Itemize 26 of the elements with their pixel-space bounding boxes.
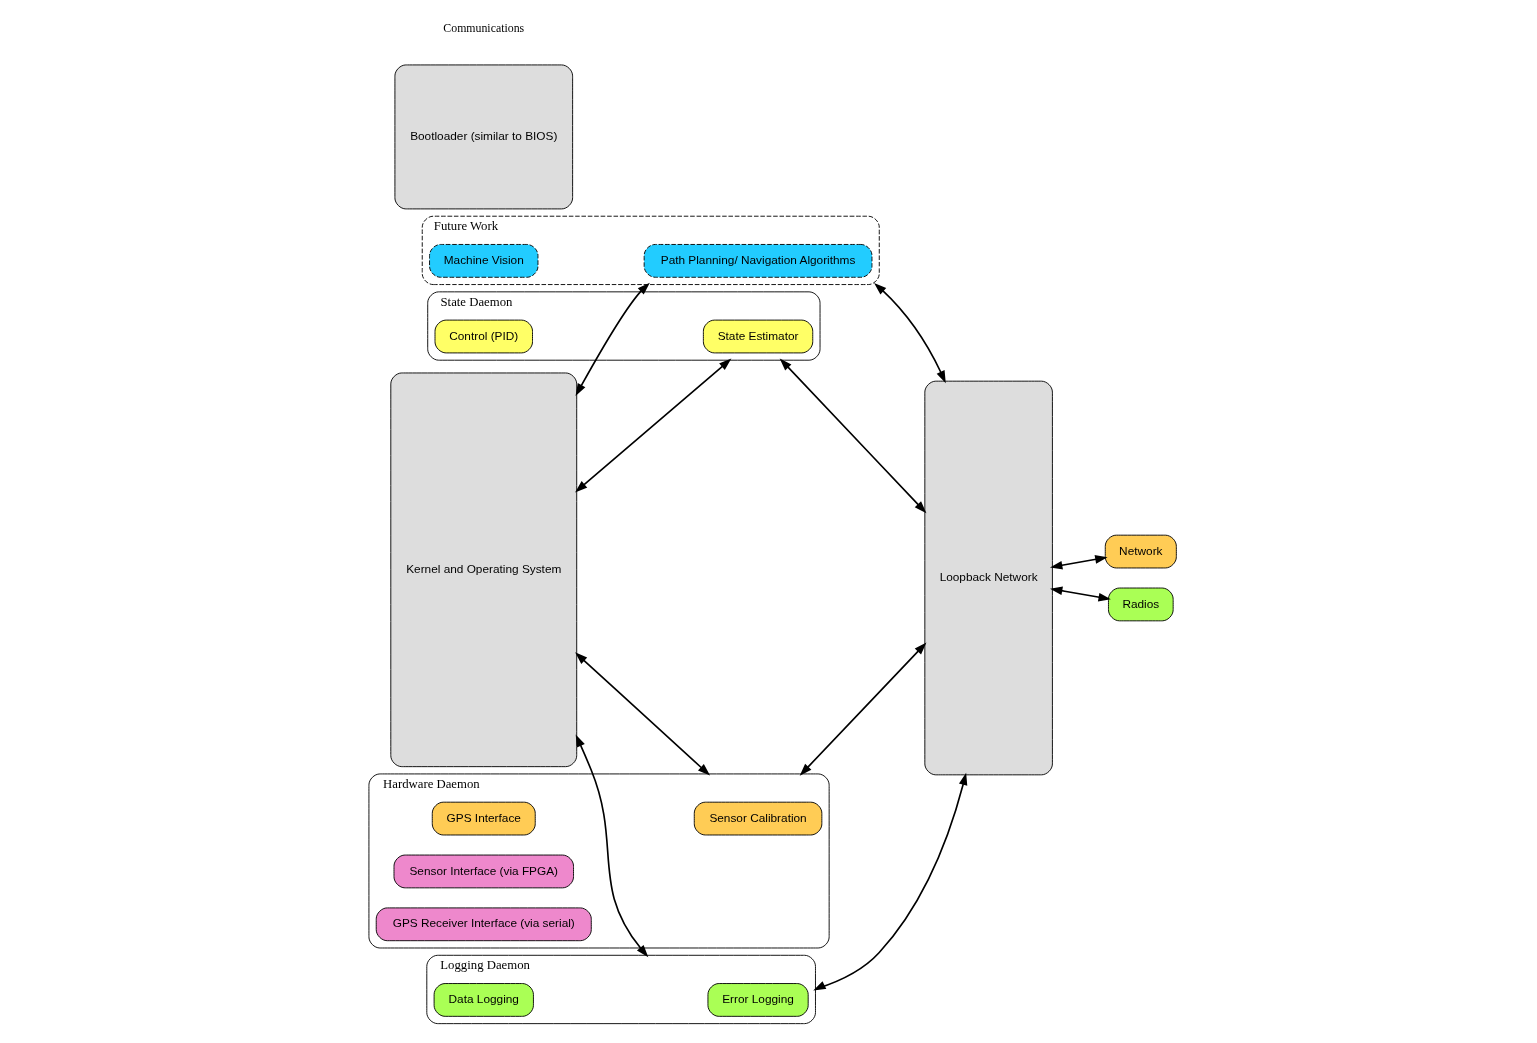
arrow — [575, 282, 650, 397]
arrow — [575, 734, 648, 958]
arrow — [574, 358, 731, 493]
arrow — [779, 358, 926, 514]
node-box: Error Logging — [707, 983, 809, 1017]
node-box: Radios — [1107, 587, 1174, 622]
arrow — [574, 652, 710, 776]
node-box: Network — [1104, 534, 1177, 569]
arrow — [1049, 586, 1111, 602]
label: Communications — [442, 20, 524, 35]
node-box: GPS Interface — [431, 801, 536, 836]
arrow — [799, 642, 926, 776]
arrow — [873, 282, 946, 384]
node-box: Loopback Network — [923, 380, 1053, 776]
arrow — [812, 772, 967, 991]
node-box: Sensor Interface (via FPGA) — [393, 854, 574, 889]
node-box: Control (PID) — [434, 319, 533, 354]
node-box: GPS Receiver Interface (via serial) — [375, 907, 592, 942]
node-box: Kernel and Operating System — [389, 372, 577, 768]
arrow — [1049, 555, 1108, 570]
node-box: State Estimator — [702, 319, 813, 354]
node-box: Data Logging — [433, 983, 534, 1017]
node-box: Bootloader (similar to BIOS) — [393, 64, 573, 210]
node-box: Machine Vision — [428, 244, 538, 278]
node-box: Sensor Calibration — [693, 801, 822, 836]
node-box: Path Planning/ Navigation Algorithms — [643, 244, 872, 278]
